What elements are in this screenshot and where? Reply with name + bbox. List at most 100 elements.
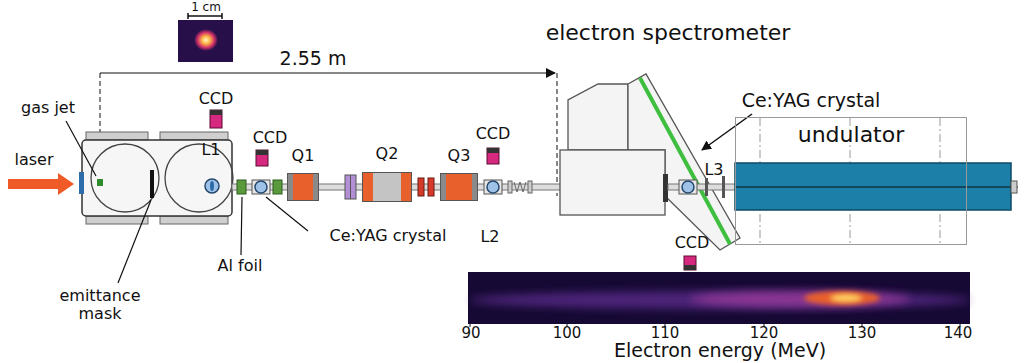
gas-jet <box>97 179 103 186</box>
leader-line <box>66 121 308 283</box>
undulator-body <box>735 118 1018 243</box>
bellows <box>514 182 526 192</box>
axis-tick <box>470 324 960 327</box>
undulator-frame: undulator <box>735 117 967 245</box>
corrector-magnet <box>428 178 434 196</box>
part-label: emittance mask <box>50 287 150 324</box>
bellows <box>508 181 512 193</box>
electron-spectrometer <box>560 74 740 250</box>
screen-cube <box>255 181 267 193</box>
scale-label: 1 cm <box>191 1 221 15</box>
al-foil <box>237 180 246 194</box>
electron-spectrometer <box>568 84 628 150</box>
axis-title: Electron energy (MeV) <box>614 340 826 362</box>
lens-label: L1 <box>201 141 220 159</box>
beam-profile-inset <box>194 29 218 51</box>
spectrum-image <box>470 291 970 309</box>
flange <box>273 180 282 194</box>
lens-l1 <box>210 181 214 191</box>
distance-label: 2.55 m <box>280 48 347 70</box>
ccd-camera <box>256 150 268 166</box>
vacuum-chamber <box>79 132 233 224</box>
bellows <box>508 181 532 193</box>
camera-label: CCD <box>199 90 234 108</box>
screen-cube <box>252 180 270 194</box>
electron-spectrometer <box>560 150 665 215</box>
axis-tick-label: 140 <box>944 325 973 342</box>
spectrum-image <box>804 291 880 305</box>
screen-cube <box>484 180 502 194</box>
beam-pipe <box>668 184 736 190</box>
camera-label: CCD <box>476 125 511 143</box>
quadrupole-magnet: Q2 <box>362 172 412 202</box>
beam-profile-inset <box>178 20 233 62</box>
distance-dimension <box>100 72 555 73</box>
laser-arrow <box>8 173 74 195</box>
part-label: gas jet <box>21 99 75 117</box>
leader-line <box>66 121 96 176</box>
ccd-camera <box>210 110 222 128</box>
ccd-camera <box>684 256 696 270</box>
axis-tick-label: 130 <box>848 325 877 342</box>
steering-coil <box>345 175 356 199</box>
vacuum-chamber <box>82 140 232 216</box>
screen-cube <box>679 180 697 194</box>
ccd-camera <box>487 148 499 164</box>
part-label: Ce:YAG crystal <box>330 227 447 245</box>
ccd-camera <box>256 150 268 166</box>
undulator-body <box>735 187 1018 188</box>
ccd-camera <box>487 148 499 164</box>
bellows <box>528 181 532 193</box>
spectrum-image <box>468 272 970 324</box>
laser-label: laser <box>14 151 53 169</box>
beam-profile-inset <box>187 13 189 19</box>
vacuum-chamber <box>79 172 84 194</box>
beam-profile-inset <box>178 13 233 62</box>
screen-cube <box>682 181 694 193</box>
spectrum-image <box>690 291 910 307</box>
spectrum-image <box>830 294 862 302</box>
camera-label: CCD <box>253 129 288 147</box>
corrector-magnet <box>418 178 424 196</box>
ccd-camera <box>210 110 222 128</box>
ccd-camera <box>684 265 696 270</box>
quadrupole-magnet: Q1 <box>287 173 319 201</box>
lens-l1 <box>205 179 219 193</box>
beam-profile-inset <box>221 13 223 19</box>
part-label: Ce:YAG crystal <box>742 90 881 112</box>
screen-cube <box>484 180 502 194</box>
ccd-camera <box>487 148 499 153</box>
distance-dimension <box>557 73 558 196</box>
leader-line <box>266 197 308 231</box>
screen-cube <box>487 181 499 193</box>
node-label: Q1 <box>292 147 315 165</box>
flange <box>722 176 725 198</box>
vacuum-chamber <box>86 132 148 140</box>
pointer-arrow <box>702 114 752 150</box>
node-label: Q2 <box>376 145 399 163</box>
screen-cube <box>252 180 270 194</box>
flange <box>705 178 708 196</box>
leader-line <box>241 197 242 255</box>
vacuum-chamber <box>160 132 228 140</box>
ccd-camera <box>210 110 222 115</box>
emittance-mask <box>150 170 154 198</box>
axis-tick-label: 90 <box>461 325 480 342</box>
lens-l1 <box>205 179 219 193</box>
section-title: electron spectrometer <box>546 20 791 45</box>
spectrum-image <box>468 272 970 324</box>
part-label: Al foil <box>218 257 263 275</box>
ccd-camera <box>684 256 696 270</box>
vacuum-chamber <box>165 144 233 212</box>
screen-cube <box>679 180 697 194</box>
lens-label: L2 <box>480 228 499 246</box>
axis-tick-label: 100 <box>553 325 582 342</box>
beam-profile-inset <box>188 15 222 17</box>
lens-label: L3 <box>704 161 723 179</box>
undulator-body <box>1011 181 1017 193</box>
electron-spectrometer <box>640 78 730 244</box>
steering-coil <box>350 175 351 199</box>
